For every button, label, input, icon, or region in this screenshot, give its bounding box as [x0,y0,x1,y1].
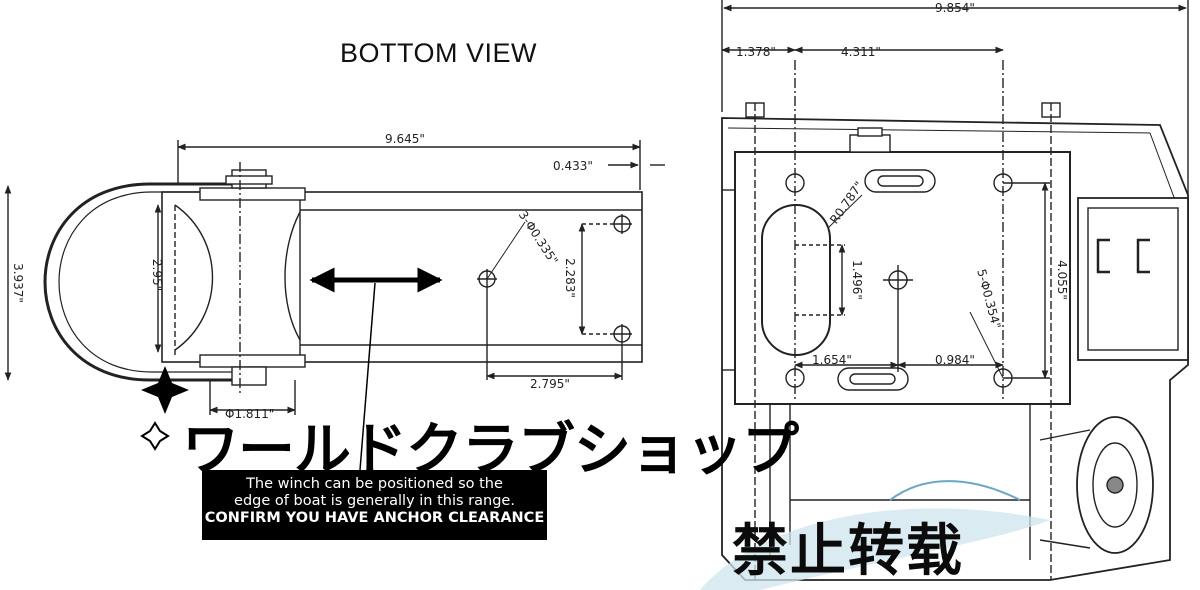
positioning-note: The winch can be positioned so the edge … [202,470,547,540]
dim-9854: 9.854" [935,1,975,15]
reprint-stamp: 禁止转载 [732,519,964,584]
dim-2795: 2.795" [530,377,570,391]
dim-3937: 3.937" [11,263,25,303]
dim-1378: 1.378" [736,45,776,59]
dim-1496: 1.496" [850,260,864,300]
dim-4311: 4.311" [841,45,881,59]
dim-9645: 9.645" [385,132,425,146]
dim-2283: 2.283" [563,258,577,298]
dim-roller-1811: Φ1.811" [225,407,274,421]
note-line-3: CONFIRM YOU HAVE ANCHOR CLEARANCE [204,510,545,526]
brush-swash [700,508,1050,590]
dim-holes-335: 3-Φ0.335" [516,208,561,267]
view-title: BOTTOM VIEW [340,38,538,68]
note-line-2: edge of boat is generally in this range. [234,493,515,509]
dim-0984: 0.984" [935,353,975,367]
dim-4055: 4.055" [1055,260,1069,300]
top-view [721,0,1189,581]
diamond-outline-icon [140,421,170,451]
note-line-1: The winch can be positioned so the [246,476,503,492]
roller-loop [43,182,238,382]
dim-295: 2.95" [150,259,164,291]
mounting-plate [734,151,1071,405]
dim-1654: 1.654" [812,353,852,367]
bottom-view [4,140,665,471]
slot [761,204,831,356]
dim-0433: 0.433" [553,159,593,173]
diamond-icon [141,366,189,414]
bracket-body [161,191,643,363]
